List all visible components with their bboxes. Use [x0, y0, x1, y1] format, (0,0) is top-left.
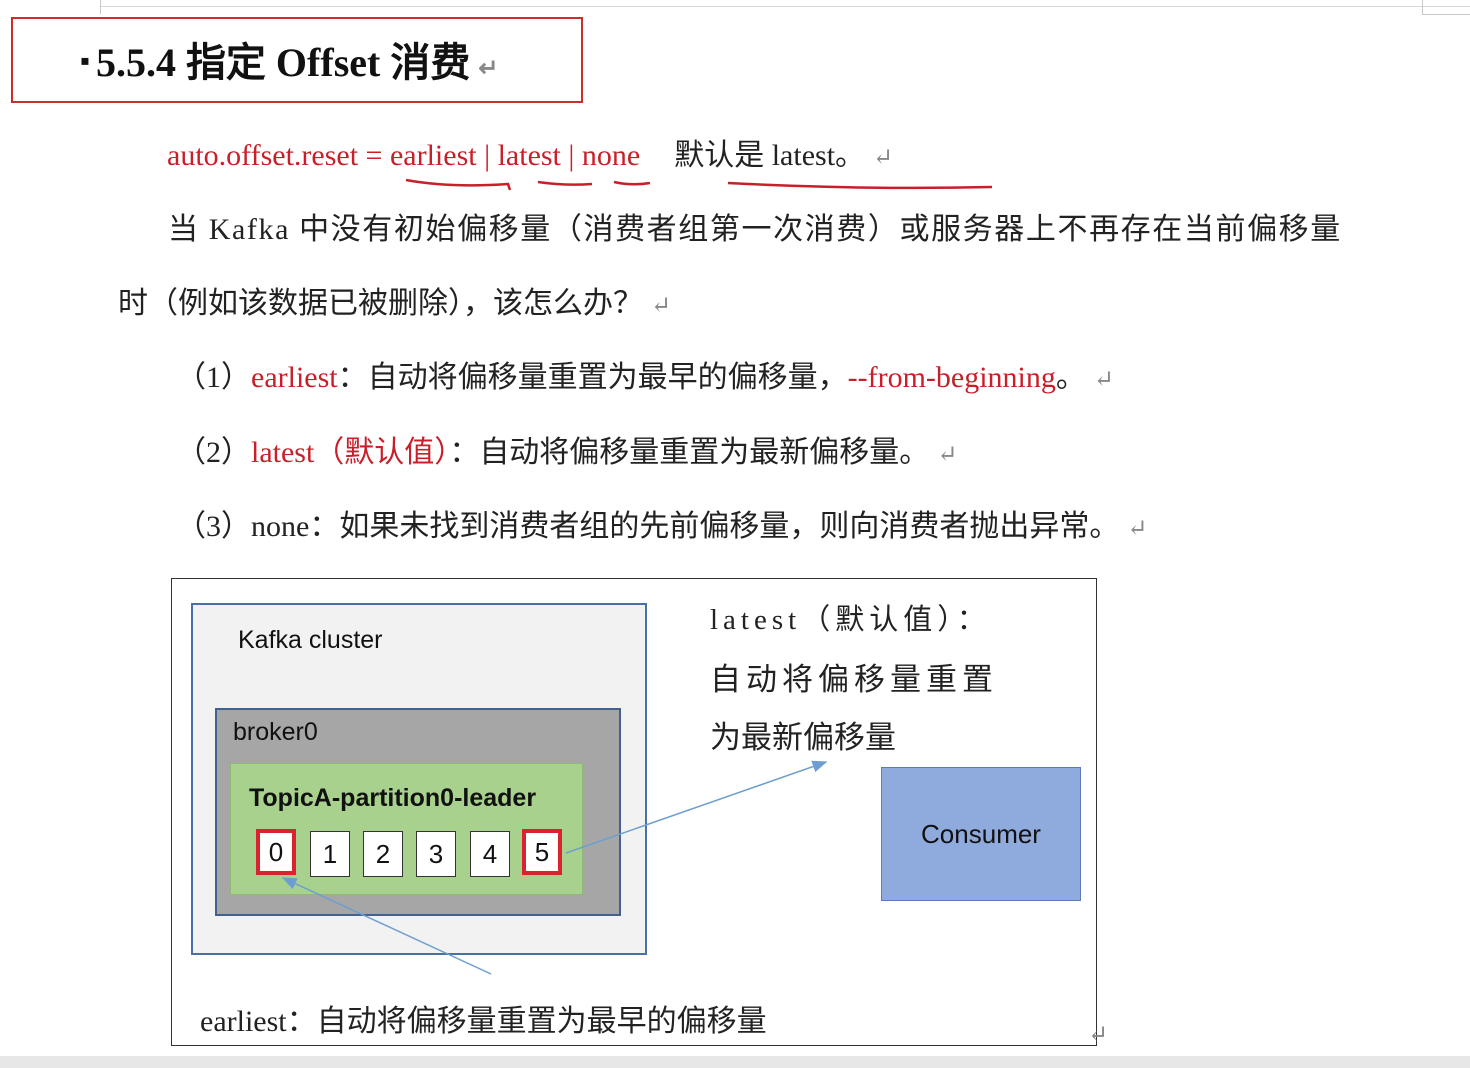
- consumer-box: Consumer: [881, 767, 1081, 901]
- paragraph-mark-icon: ↵: [937, 442, 958, 468]
- option-latest: （2）latest（默认值）：自动将偏移量重置为最新偏移量。 ↵: [176, 433, 957, 475]
- latest-note-line-2: 自动将偏移量重置: [710, 662, 998, 697]
- option-colon: ：: [449, 436, 480, 469]
- heading-text: 5.5.4 指定 Offset 消费: [95, 40, 471, 85]
- horizontal-scrollbar[interactable]: [0, 1056, 1470, 1068]
- offset-cell-3: 3: [416, 831, 456, 877]
- offset-cell-4: 4: [470, 831, 510, 877]
- option-number: （2）: [176, 436, 251, 469]
- earliest-note: earliest：自动将偏移量重置为最早的偏移量: [200, 1005, 767, 1038]
- latest-note-line-3: 为最新偏移量: [710, 720, 896, 755]
- paragraph-mark-icon: ↵: [1093, 367, 1115, 393]
- option-key: earliest: [251, 361, 338, 394]
- intro-line-2: 时（例如该数据已被删除），该怎么办？ ↵: [118, 284, 671, 326]
- underline-none: [613, 180, 651, 186]
- option-text: 如果未找到消费者组的先前偏移量，则向消费者抛出异常。: [339, 510, 1120, 543]
- option-number: （1）: [176, 361, 251, 394]
- paragraph-mark-icon: ↵: [1088, 1022, 1109, 1048]
- heading-bullet: ▪: [80, 46, 90, 77]
- broker-label: broker0: [233, 718, 318, 746]
- option-flag: --from-beginning: [847, 361, 1056, 394]
- heading-highlight-box: [11, 17, 583, 103]
- option-text: 自动将偏移量重置为最新偏移量。: [479, 436, 930, 469]
- underline-earliest: [405, 178, 512, 191]
- option-earliest: （1）earliest：自动将偏移量重置为最早的偏移量，--from-begin…: [176, 358, 1114, 400]
- option-number: （3）: [176, 510, 251, 543]
- paragraph-mark-icon: ↵: [651, 293, 672, 319]
- option-end: 。: [1055, 361, 1086, 394]
- option-key: none: [251, 510, 310, 543]
- intro-line-1: 当 Kafka 中没有初始偏移量（消费者组第一次消费）或服务器上不再存在当前偏移…: [168, 213, 1342, 246]
- page-margin-corner-left: [100, 0, 101, 14]
- section-heading: ▪5.5.4 指定 Offset 消费 ↵: [80, 38, 498, 93]
- option-text: 自动将偏移量重置为最早的偏移量，: [367, 361, 848, 394]
- option-key: latest（默认值）: [251, 436, 450, 469]
- page-margin-corner-right: [1422, 0, 1470, 15]
- offset-cell-0: 0: [256, 829, 296, 875]
- config-default-note: 默认是 latest。: [674, 139, 866, 172]
- offset-cell-2: 2: [363, 831, 403, 877]
- offset-cell-1: 1: [310, 831, 350, 877]
- option-none: （3）none：如果未找到消费者组的先前偏移量，则向消费者抛出异常。 ↵: [176, 507, 1147, 549]
- kafka-cluster-label: Kafka cluster: [238, 626, 383, 654]
- paragraph-mark-icon: ↵: [1127, 516, 1148, 542]
- config-code: auto.offset.reset = earliest | latest | …: [167, 139, 641, 172]
- page-top-border: [100, 6, 1470, 7]
- consumer-label: Consumer: [921, 818, 1041, 849]
- underline-default: [727, 181, 993, 190]
- config-line: auto.offset.reset = earliest | latest | …: [167, 136, 893, 178]
- offset-cell-5: 5: [522, 829, 562, 875]
- option-colon: ：: [337, 361, 368, 394]
- latest-note-line-1: latest（默认值）：: [710, 604, 991, 636]
- intro-line-2-text: 时（例如该数据已被删除），该怎么办？: [118, 287, 643, 320]
- partition-label: TopicA-partition0-leader: [249, 784, 537, 812]
- underline-latest: [537, 180, 593, 186]
- option-colon: ：: [309, 510, 340, 543]
- paragraph-mark-icon: ↵: [478, 56, 499, 82]
- paragraph-mark-icon: ↵: [873, 145, 894, 171]
